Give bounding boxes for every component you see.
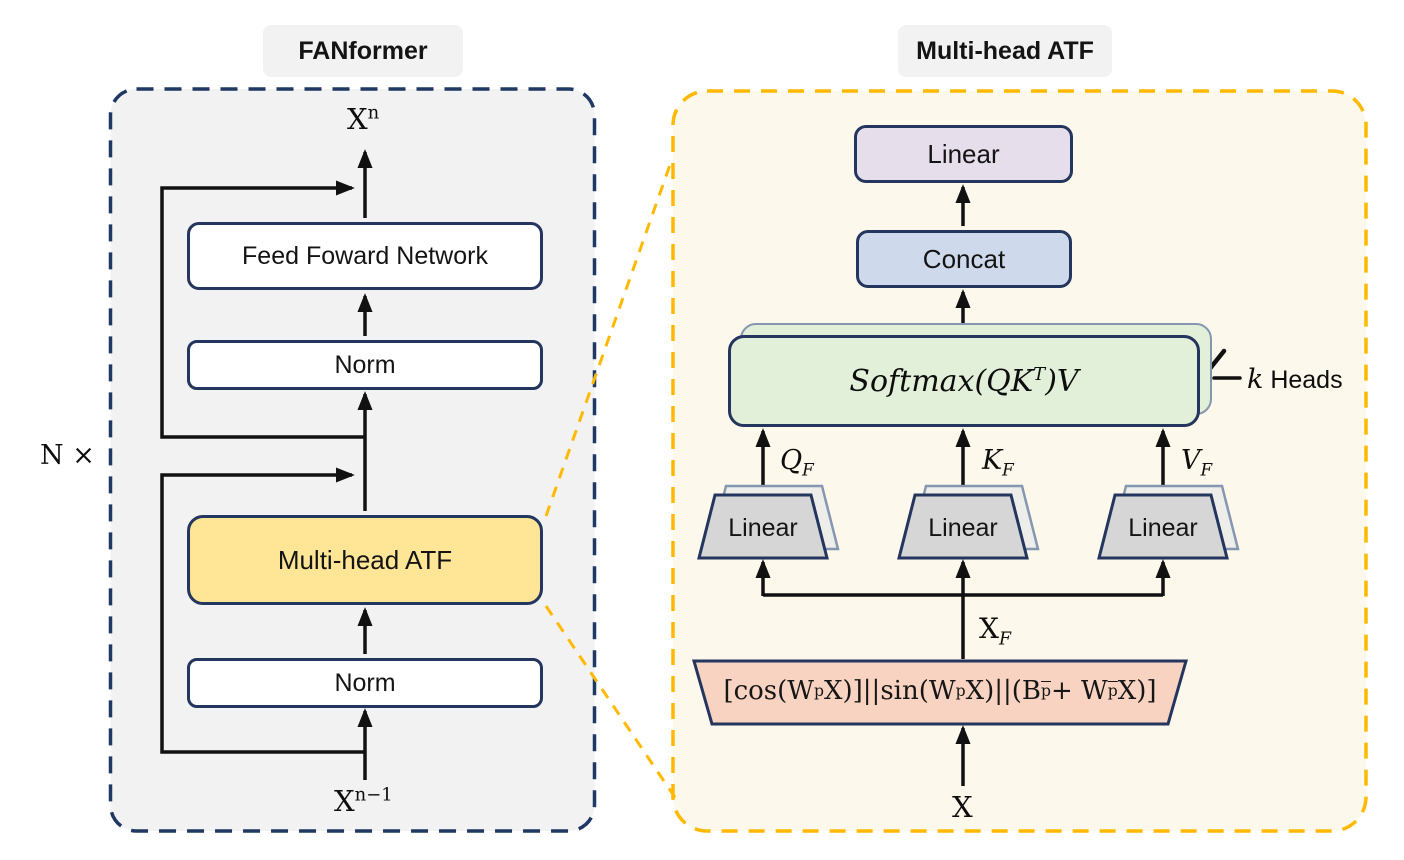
multi-head-atf-box-label: Multi-head ATF	[277, 544, 453, 575]
xf-label: XF	[979, 612, 1011, 650]
kf-label: KF	[982, 445, 1014, 480]
k-heads-label: k Heads	[1247, 364, 1343, 395]
feed-forward-network-label: Feed Foward Network	[242, 241, 488, 270]
softmax-formula: Softmax(QKT)V	[849, 363, 1079, 399]
qf-label: QF	[780, 445, 814, 480]
k-proj-trapezoid: Linear	[897, 484, 1040, 560]
v-proj-label: Linear	[1128, 514, 1198, 542]
k-proj-label: Linear	[928, 514, 998, 542]
q-proj-label: Linear	[728, 514, 798, 542]
multi-head-atf-box: Multi-head ATF	[187, 515, 543, 605]
linear-output-box: Linear	[854, 125, 1073, 183]
n-times-label: N ×	[40, 440, 95, 471]
norm-bottom-box: Norm	[187, 658, 543, 708]
xn1-input-label: Xn−1	[334, 784, 393, 818]
linear-output-label: Linear	[927, 138, 1000, 169]
fanformer-panel	[108, 87, 597, 833]
feed-forward-network-box: Feed Foward Network	[187, 222, 543, 290]
right-flow-arrows	[755, 184, 1171, 786]
q-proj-trapezoid: Linear	[697, 484, 840, 560]
multi-head-atf-panel	[671, 89, 1368, 833]
fan-transform-trapezoid	[692, 659, 1188, 726]
vf-label: VF	[1181, 445, 1213, 480]
softmax-box: Softmax(QKT)V	[728, 335, 1200, 427]
x-input-label: X	[952, 790, 973, 824]
norm-top-box: Norm	[187, 340, 543, 390]
fanformer-title-text: FANformer	[298, 36, 428, 65]
multi-head-atf-title-text: Multi-head ATF	[916, 36, 1094, 65]
fanformer-title: FANformer	[263, 25, 463, 77]
concat-label: Concat	[922, 243, 1006, 274]
multi-head-atf-title: Multi-head ATF	[898, 25, 1112, 77]
concat-box: Concat	[856, 230, 1072, 288]
left-flow-arrows	[160, 149, 373, 780]
v-proj-trapezoid: Linear	[1097, 484, 1240, 560]
norm-bottom-label: Norm	[334, 668, 396, 697]
zoom-connector-lines	[544, 161, 678, 800]
xn-output-label: Xn	[347, 102, 380, 136]
norm-top-label: Norm	[334, 350, 396, 379]
